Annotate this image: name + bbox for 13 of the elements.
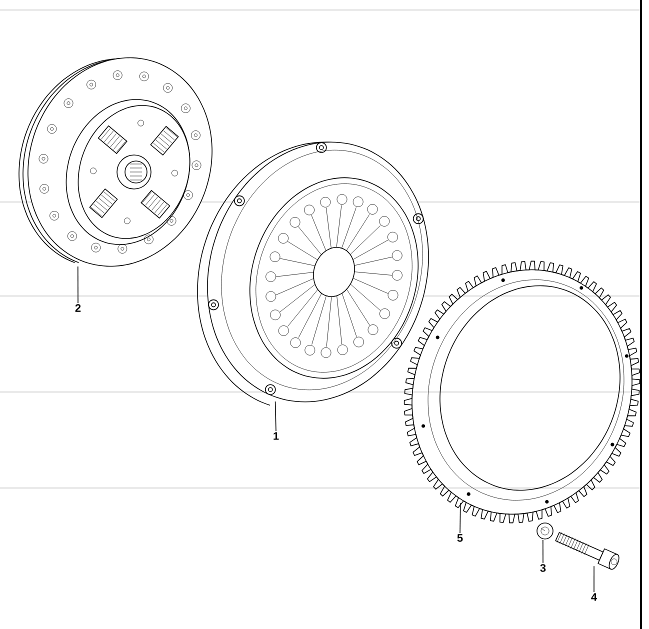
callout-number: 5 — [457, 534, 463, 542]
clutch-disc-drawing — [18, 57, 212, 267]
leader-line — [274, 401, 276, 432]
callout-number: 1 — [274, 432, 279, 440]
bolt-drawing — [555, 532, 620, 570]
washer-drawing — [536, 522, 554, 540]
leader-line — [542, 540, 544, 564]
callout-number: 2 — [75, 304, 81, 312]
leader-line — [460, 502, 461, 534]
callout-number: 4 — [591, 593, 597, 601]
pressure-plate-drawing — [197, 142, 429, 406]
callout-number: 3 — [540, 564, 546, 572]
ring-gear-drawing — [404, 260, 640, 524]
